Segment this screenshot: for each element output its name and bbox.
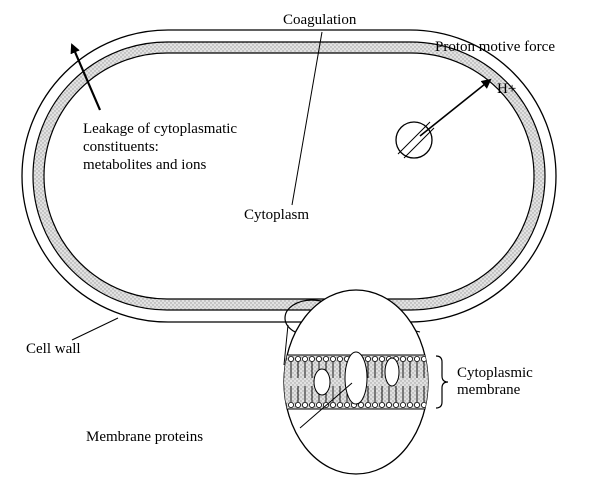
lipid-head (288, 356, 293, 361)
lipid-head (288, 402, 293, 407)
bilayer-group (281, 352, 433, 409)
lipid-head (400, 402, 405, 407)
lipid-head (330, 356, 335, 361)
lipid-head (309, 356, 314, 361)
lipid-head (295, 402, 300, 407)
lipid-head (393, 402, 398, 407)
membrane-protein-2 (345, 352, 367, 404)
cytoplasmic-membrane-line-1: Cytoplasmic (457, 365, 533, 382)
membrane-protein-3 (385, 358, 399, 386)
lipid-head (386, 402, 391, 407)
cytoplasmic-membrane-line-2: membrane (457, 382, 533, 399)
lipid-head (428, 402, 433, 407)
lipid-head (309, 402, 314, 407)
cell-wall-label: Cell wall (26, 340, 81, 358)
lipid-head (379, 356, 384, 361)
leakage-label-line-1: Leakage of cytoplasmatic (83, 120, 237, 138)
cytoplasm-label: Cytoplasm (244, 206, 309, 224)
lipid-head (379, 402, 384, 407)
cytoplasmic-membrane-label: Cytoplasmic membrane (457, 365, 533, 399)
lipid-head (323, 356, 328, 361)
membrane-proteins-label: Membrane proteins (86, 428, 203, 446)
lipid-head (330, 402, 335, 407)
lipid-head (337, 402, 342, 407)
h-plus-label: H+ (497, 80, 516, 98)
lipid-head (372, 402, 377, 407)
leakage-label-line-2: constituents: (83, 138, 237, 156)
lipid-head (400, 356, 405, 361)
lipid-head (316, 402, 321, 407)
lipid-head (302, 402, 307, 407)
membrane-protein-1 (314, 369, 330, 395)
lipid-head (295, 356, 300, 361)
lipid-head (428, 356, 433, 361)
cytoplasm-region (44, 53, 534, 299)
leakage-label: Leakage of cytoplasmatic constituents: m… (83, 120, 237, 174)
lipid-head (414, 356, 419, 361)
lipid-head (407, 356, 412, 361)
lipid-head (365, 402, 370, 407)
leakage-label-line-3: metabolites and ions (83, 156, 237, 174)
coagulation-label: Coagulation (283, 11, 356, 29)
lipid-head (407, 402, 412, 407)
lipid-head (316, 356, 321, 361)
curly-brace-icon (436, 356, 448, 408)
lipid-head (365, 356, 370, 361)
lipid-head (344, 402, 349, 407)
proton-pump-circle (396, 122, 432, 158)
lipid-head (414, 402, 419, 407)
lipid-head (337, 356, 342, 361)
cell-wall-leader (72, 318, 118, 340)
proton-motive-force-label: Proton motive force (435, 38, 555, 56)
lipid-head (302, 356, 307, 361)
lipid-head (372, 356, 377, 361)
